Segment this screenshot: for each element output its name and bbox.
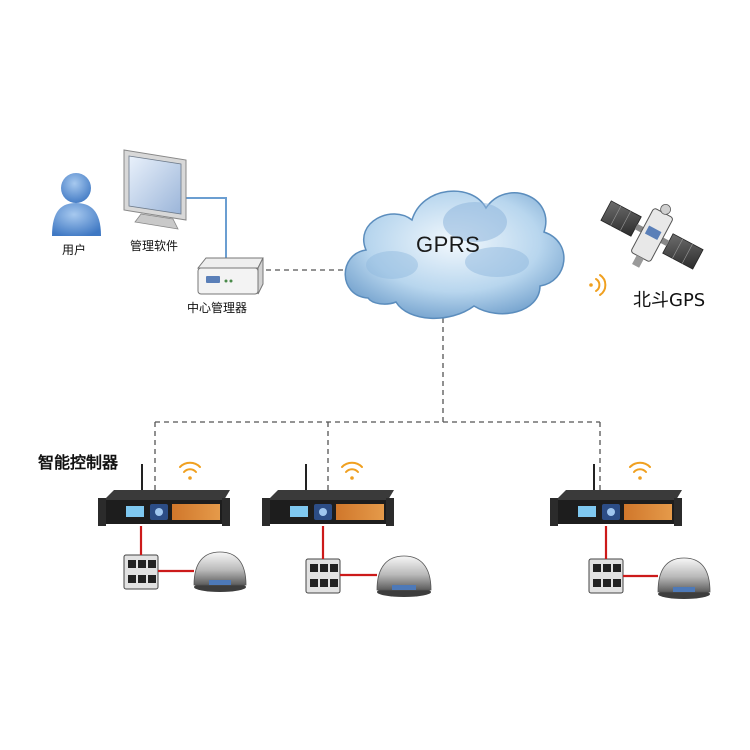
cloud-icon (344, 190, 565, 319)
cloud-label: GPRS (416, 232, 481, 257)
satellite-icon (600, 200, 704, 270)
router-icon (196, 257, 264, 295)
gps-label: 北斗GPS (633, 290, 706, 311)
person-icon (52, 173, 101, 236)
rack-controller-icon (550, 464, 682, 526)
rack-controller-icon (98, 464, 230, 526)
contactor-icon (588, 558, 624, 594)
center-label: 中心管理器 (187, 301, 248, 315)
user-label: 用户 (62, 243, 87, 257)
wifi-icon (341, 461, 363, 480)
link-monitor-center (186, 197, 227, 258)
wifi-icon (179, 461, 201, 480)
bell-icon (193, 551, 247, 592)
rack-controller-icon (262, 464, 394, 526)
wifi-icon (589, 274, 607, 296)
wifi-icon (629, 461, 651, 480)
contactor-icon (305, 558, 341, 594)
bell-icon (376, 555, 432, 597)
contactor-icon (123, 554, 159, 590)
dashed-links (154, 269, 601, 490)
bell-icon (657, 557, 711, 599)
software-label: 管理软件 (130, 239, 179, 253)
monitor-icon (123, 149, 187, 230)
controller-group-label: 智能控制器 (38, 453, 119, 472)
